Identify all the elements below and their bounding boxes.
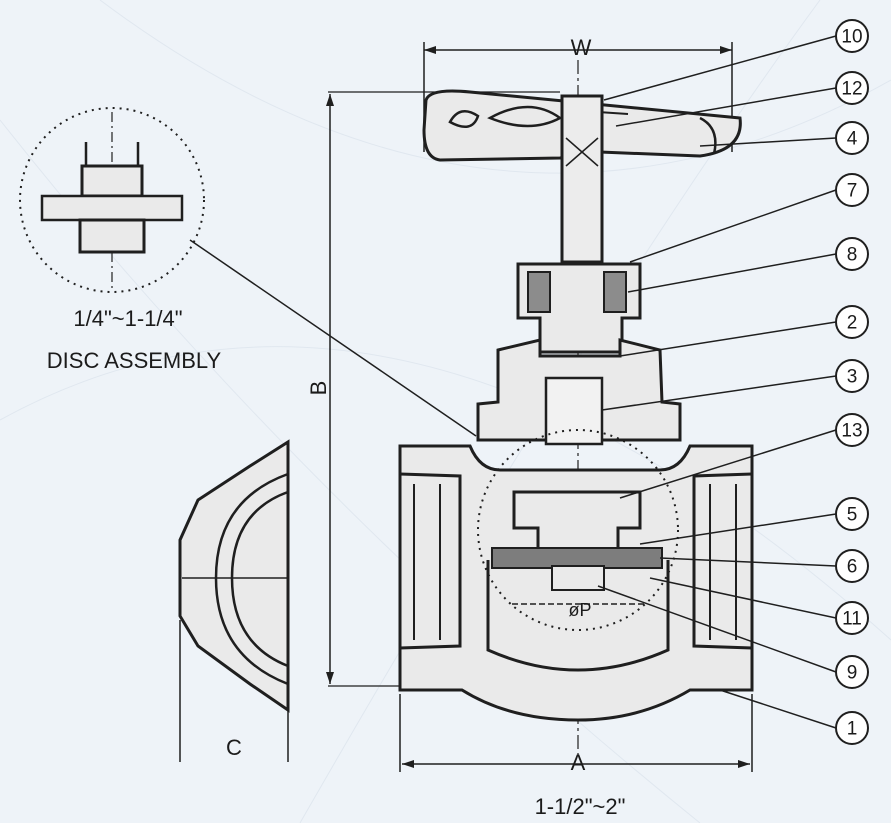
disc-size-range: 1/4"~1-1/4" [73, 306, 182, 331]
part-callout-number: 3 [847, 367, 858, 388]
part-callout-12: 12 [835, 71, 869, 105]
part-callout-3: 3 [835, 359, 869, 393]
part-callout-number: 7 [847, 181, 858, 202]
main-size-range: 1-1/2"~2" [535, 794, 626, 819]
part-callout-number: 12 [841, 79, 862, 100]
a-dimension: A [399, 694, 753, 775]
part-callout-number: 8 [847, 245, 858, 266]
disc-assembly-title: DISC ASSEMBLY [47, 348, 222, 373]
part-callout-number: 13 [841, 421, 862, 442]
disc-assembly-detail: 1/4"~1-1/4" DISC ASSEMBLY [19, 107, 477, 437]
part-callout-number: 2 [847, 313, 858, 334]
c-label: C [226, 735, 242, 760]
leader-lines [597, 35, 837, 729]
part-callout-11: 11 [835, 601, 869, 635]
part-callout-5: 5 [835, 497, 869, 531]
part-callouts: 10 12 4 7 8 2 3 13 5 6 11 9 1 [835, 19, 869, 745]
part-callout-7: 7 [835, 173, 869, 207]
part-callout-number: 11 [842, 609, 862, 630]
a-label: A [571, 750, 586, 775]
part-callout-1: 1 [835, 711, 869, 745]
part-callout-number: 10 [841, 27, 862, 48]
b-label: B [306, 381, 331, 396]
part-callout-9: 9 [835, 655, 869, 689]
part-callout-number: 1 [847, 719, 858, 740]
port-diameter-label: øP [568, 600, 591, 620]
valve-body: øP [398, 89, 754, 722]
end-view: C [178, 439, 290, 762]
w-label: W [571, 35, 592, 60]
part-callout-number: 6 [847, 557, 858, 578]
part-callout-13: 13 [835, 413, 869, 447]
part-callout-number: 4 [847, 129, 858, 150]
part-callout-6: 6 [835, 549, 869, 583]
part-callout-2: 2 [835, 305, 869, 339]
part-callout-10: 10 [835, 19, 869, 53]
part-callout-8: 8 [835, 237, 869, 271]
part-callout-number: 9 [847, 663, 858, 684]
part-callout-number: 5 [847, 505, 858, 526]
part-callout-4: 4 [835, 121, 869, 155]
w-dimension: W [423, 35, 733, 152]
